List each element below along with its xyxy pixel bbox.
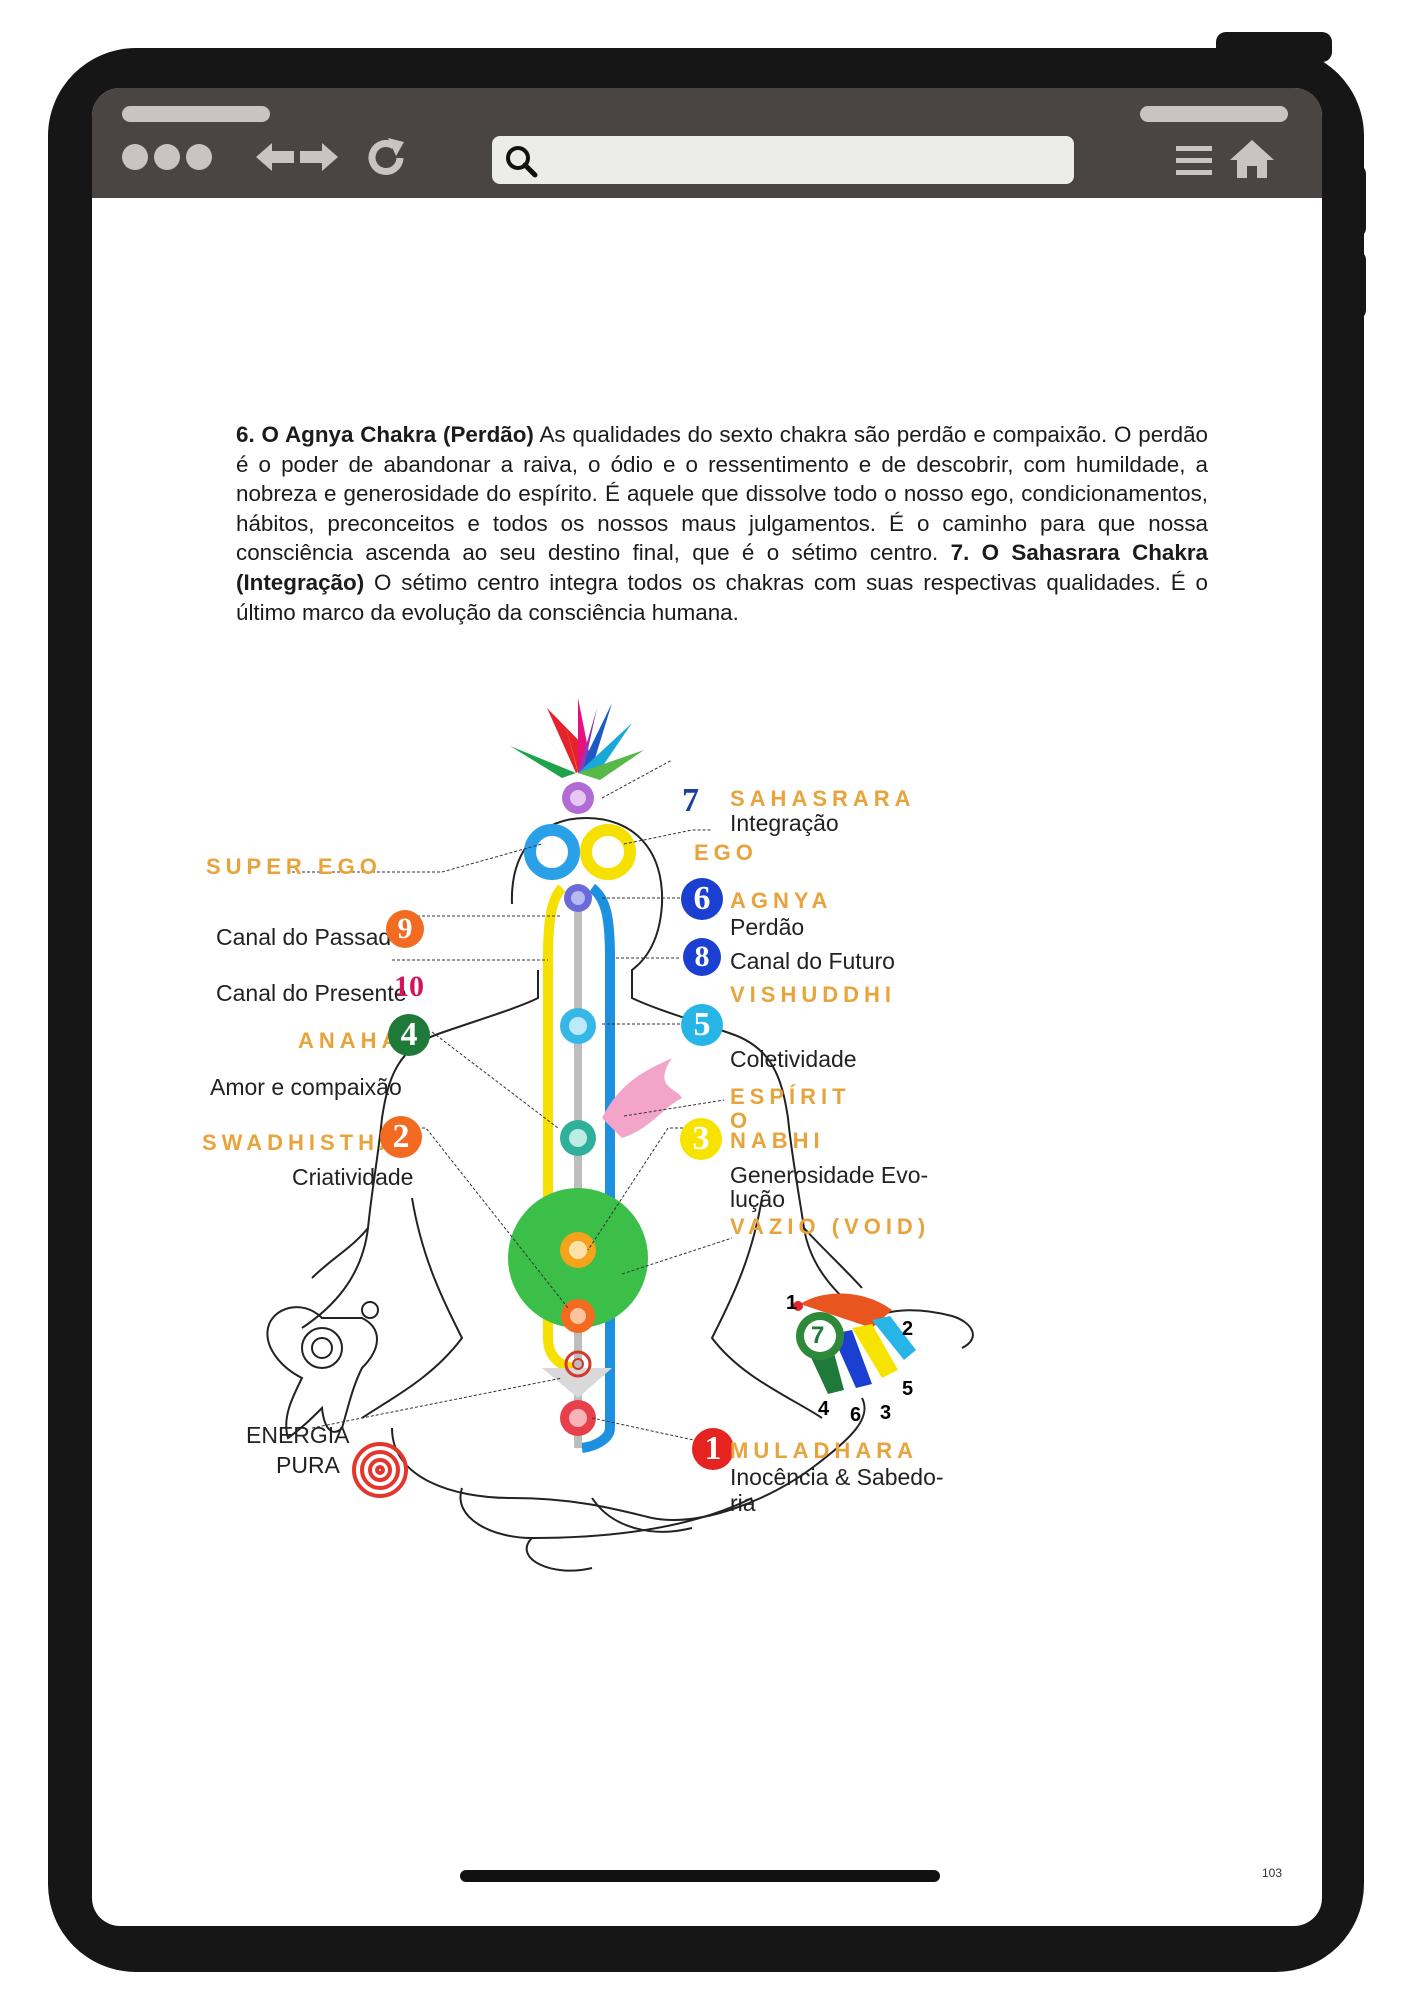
energia-label-2: PURA (276, 1452, 340, 1478)
hand-number-3: 3 (880, 1402, 892, 1424)
hand-number-5: 5 (902, 1378, 914, 1400)
chakra-number-9: 9 (386, 910, 424, 948)
nabhi-label: NABHI (730, 1128, 825, 1153)
address-bar[interactable] (492, 136, 1074, 184)
chakra-diagram-illustration (266, 698, 974, 1572)
chakra-number-1: 1 (692, 1428, 734, 1470)
generosidade-label-1: Generosidade Evo- (730, 1162, 929, 1188)
hand-number-2: 2 (902, 1318, 914, 1340)
inocencia-label-1: Inocência & Sabedo- (730, 1464, 944, 1490)
window-dot-icon[interactable] (186, 144, 212, 170)
volume-down-button (1340, 250, 1366, 320)
menu-icon[interactable] (1176, 144, 1212, 178)
agnya-text: As qualidades do sexto chakra são perdão… (236, 422, 1209, 566)
canal-futuro-label: Canal do Futuro (730, 948, 895, 974)
toolbar-right-pill (1140, 106, 1288, 122)
chakra-number-6: 6 (681, 878, 723, 920)
chakra-number-5: 5 (681, 1004, 723, 1046)
sahasrara-label: SAHASRARA (730, 786, 916, 811)
espirito-label-1: ESPÍRIT (730, 1084, 851, 1109)
coletividade-label: Coletividade (730, 1046, 857, 1072)
chakra-number-8: 8 (683, 938, 721, 976)
canal-presente-label: Canal do Presente (216, 980, 407, 1006)
hand-number-7: 7 (811, 1322, 825, 1349)
chakra-number-10: 10 (394, 970, 424, 1003)
window-dot-icon[interactable] (122, 144, 148, 170)
generosidade-label-2: lução (730, 1186, 785, 1212)
reload-icon[interactable] (364, 136, 408, 180)
criatividade-label: Criatividade (292, 1164, 414, 1190)
screen: 6. O Agnya Chakra (Perdão) As qualidades… (92, 88, 1322, 1926)
forward-arrow-icon[interactable] (298, 140, 338, 174)
colored-hand (793, 1293, 916, 1394)
hand-number-6: 6 (850, 1404, 862, 1426)
home-indicator[interactable] (460, 1870, 940, 1882)
search-icon[interactable] (504, 144, 538, 178)
page-number: 103 (1262, 1866, 1283, 1880)
energia-label-1: ENERGIA (246, 1422, 350, 1448)
sahasrara-heading: 7. O Sahasrara Chakra (Integração) (236, 540, 1208, 595)
hand-number-4: 4 (818, 1398, 830, 1420)
chakra-number-4: 4 (388, 1014, 430, 1056)
agnya-heading: 6. O Agnya Chakra (Perdão) (236, 422, 534, 447)
chakra-number-7: 7 (682, 782, 699, 819)
chakra-number-3: 3 (680, 1118, 722, 1160)
sahasrara-text: O sétimo centro integra todos os chakras… (236, 569, 1208, 625)
top-side-button (1216, 32, 1332, 62)
lotus-crown (510, 698, 644, 780)
page-content: 6. O Agnya Chakra (Perdão) As qualidades… (92, 198, 1322, 1926)
home-icon[interactable] (1228, 138, 1276, 180)
perdao-label: Perdão (730, 914, 805, 940)
super-ego-label: SUPER EGO (206, 854, 382, 879)
back-arrow-icon[interactable] (256, 140, 296, 174)
volume-up-button (1340, 164, 1366, 238)
browser-toolbar (92, 88, 1322, 198)
toolbar-left-pill (122, 106, 270, 122)
chakra-number-2: 2 (380, 1116, 422, 1158)
ego-label: EGO (694, 840, 758, 865)
inocencia-label-2: ria (730, 1490, 756, 1516)
hand-number-1: 1 (786, 1292, 798, 1314)
vishuddhi-label: VISHUDDHI (730, 982, 897, 1007)
agnya-label: AGNYA (730, 888, 833, 913)
espirito-label-2: O (730, 1108, 753, 1133)
amor-label: Amor e compaixão (210, 1074, 402, 1100)
muladhara-label: MULADHARA (730, 1438, 918, 1463)
chakra-description-paragraph: 6. O Agnya Chakra (Perdão) As qualidades… (236, 420, 1208, 627)
vazio-label: VAZIO (VOID) (730, 1214, 931, 1239)
integracao-label: Integração (730, 810, 839, 836)
window-dot-icon[interactable] (154, 144, 180, 170)
canal-passado-label: Canal do Passado (216, 924, 404, 950)
